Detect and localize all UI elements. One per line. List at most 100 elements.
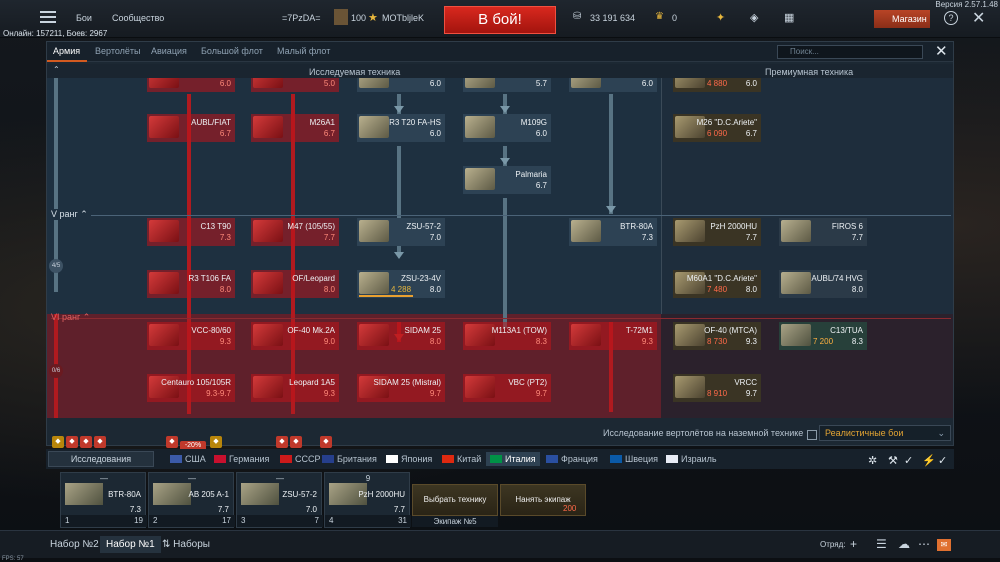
nation-israel[interactable]: Израиль (666, 454, 717, 464)
close-icon[interactable]: ✕ (935, 43, 948, 60)
menu-community[interactable]: Сообщество (112, 13, 165, 23)
vehicle-card[interactable]: 6.0 (147, 78, 235, 92)
rank-v-label: V ранг ⌃ (51, 209, 91, 220)
vehicle-thumbnail (241, 483, 279, 505)
ticket-icon[interactable]: ▦ (784, 12, 795, 24)
silver-amount: 33 191 634 (590, 13, 636, 23)
nation-sweden[interactable]: Швеция (610, 454, 658, 464)
rank-progress-badge: 4/5 (49, 259, 63, 273)
player-nickname[interactable]: MOTbljleK (382, 13, 425, 23)
collapse-icon[interactable]: ⌃ (53, 65, 60, 74)
helicopter-research-checkbox[interactable] (807, 430, 817, 440)
col-premium: Премиумная техника (765, 67, 854, 77)
chat-icon[interactable]: ⋯ (918, 537, 930, 551)
add-squad-icon[interactable]: + (850, 537, 858, 551)
nation-france[interactable]: Франция (546, 454, 598, 464)
nation-germany[interactable]: Германия (214, 454, 269, 464)
avatar[interactable] (334, 9, 348, 25)
vehicle-card[interactable]: 6.0 (569, 78, 657, 92)
tree-grid: V ранг ⌃ 4/5 VI ранг ⌃ 0/6 6.0 5.0 6.0 5… (47, 78, 953, 418)
arrow-icon (394, 252, 404, 259)
tab-coastal-fleet[interactable]: Малый флот (277, 46, 331, 56)
vehicle-card[interactable]: SIDAM 25 (Mistral)9.7 (357, 374, 445, 402)
list-icon[interactable]: ☰ (876, 537, 887, 551)
vehicle-card[interactable]: M47 (105/55)7.7 (251, 218, 339, 246)
game-mode-select[interactable]: Реалистичные бои⌄ (819, 425, 951, 441)
vehicle-card[interactable]: 6.0 (357, 78, 445, 92)
rank-badge-icon: ◆ (80, 436, 92, 448)
tab-army[interactable]: Армия (53, 46, 81, 56)
wrench-icon[interactable]: ⚒ (888, 455, 898, 467)
top-bar: Бои Сообщество =7PzDA= 100 ★ MOTbljleK В… (0, 0, 1000, 38)
check-icon[interactable]: ✓ (904, 455, 914, 467)
check-all-icon[interactable]: ✓ (938, 455, 948, 467)
preset-1[interactable]: Набор №1 (100, 536, 161, 553)
research-button[interactable]: Исследования (48, 451, 154, 467)
shop-button[interactable]: Магазин (874, 10, 930, 28)
nation-china[interactable]: Китай (442, 454, 481, 464)
tree-line (503, 146, 507, 166)
help-button[interactable]: ? (944, 11, 958, 25)
nation-italy[interactable]: Италия (486, 452, 540, 466)
choose-vehicle-button[interactable]: Выбрать технику (412, 484, 498, 516)
search-input[interactable]: Поиск... (777, 45, 923, 59)
mail-icon[interactable]: ✉ (937, 539, 951, 551)
nation-britain[interactable]: Британия (322, 454, 377, 464)
nation-ussr[interactable]: СССР (280, 454, 321, 464)
tab-aviation[interactable]: Авиация (151, 46, 187, 56)
vehicle-card[interactable]: M113A1 (TOW)8.3 (463, 322, 551, 350)
tab-helicopters[interactable]: Вертолёты (95, 46, 141, 56)
chevron-down-icon: ⌄ (937, 428, 945, 438)
vehicle-card[interactable]: VBC (PT2)9.7 (463, 374, 551, 402)
close-icon[interactable]: ✕ (972, 10, 986, 27)
vehicle-card[interactable]: 5.7 (463, 78, 551, 92)
hamburger-menu-icon[interactable] (40, 11, 56, 25)
diamond-icon[interactable]: ◈ (750, 12, 759, 24)
presets-button[interactable]: ⇅ Наборы (162, 539, 210, 550)
menu-battles[interactable]: Бои (76, 13, 92, 23)
hire-crew-button[interactable]: Нанять экипаж (500, 484, 586, 516)
gear-icon[interactable]: ✲ (868, 455, 878, 467)
nation-japan[interactable]: Япония (386, 454, 432, 464)
contacts-icon[interactable]: ☁ (898, 537, 910, 551)
lightbulb-icon[interactable]: ✦ (716, 12, 726, 24)
version-label: Версия 2.57.1.48 (935, 0, 998, 9)
preset-2[interactable]: Набор №2 (50, 539, 99, 550)
tree-line (397, 146, 401, 256)
repair-all-icon[interactable]: ⚡ (922, 455, 936, 467)
tab-bluewater-fleet[interactable]: Большой флот (201, 46, 263, 56)
vehicle-card[interactable]: 5.0 (251, 78, 339, 92)
play-button[interactable]: В бой! (444, 6, 556, 34)
nation-usa[interactable]: США (170, 454, 206, 464)
